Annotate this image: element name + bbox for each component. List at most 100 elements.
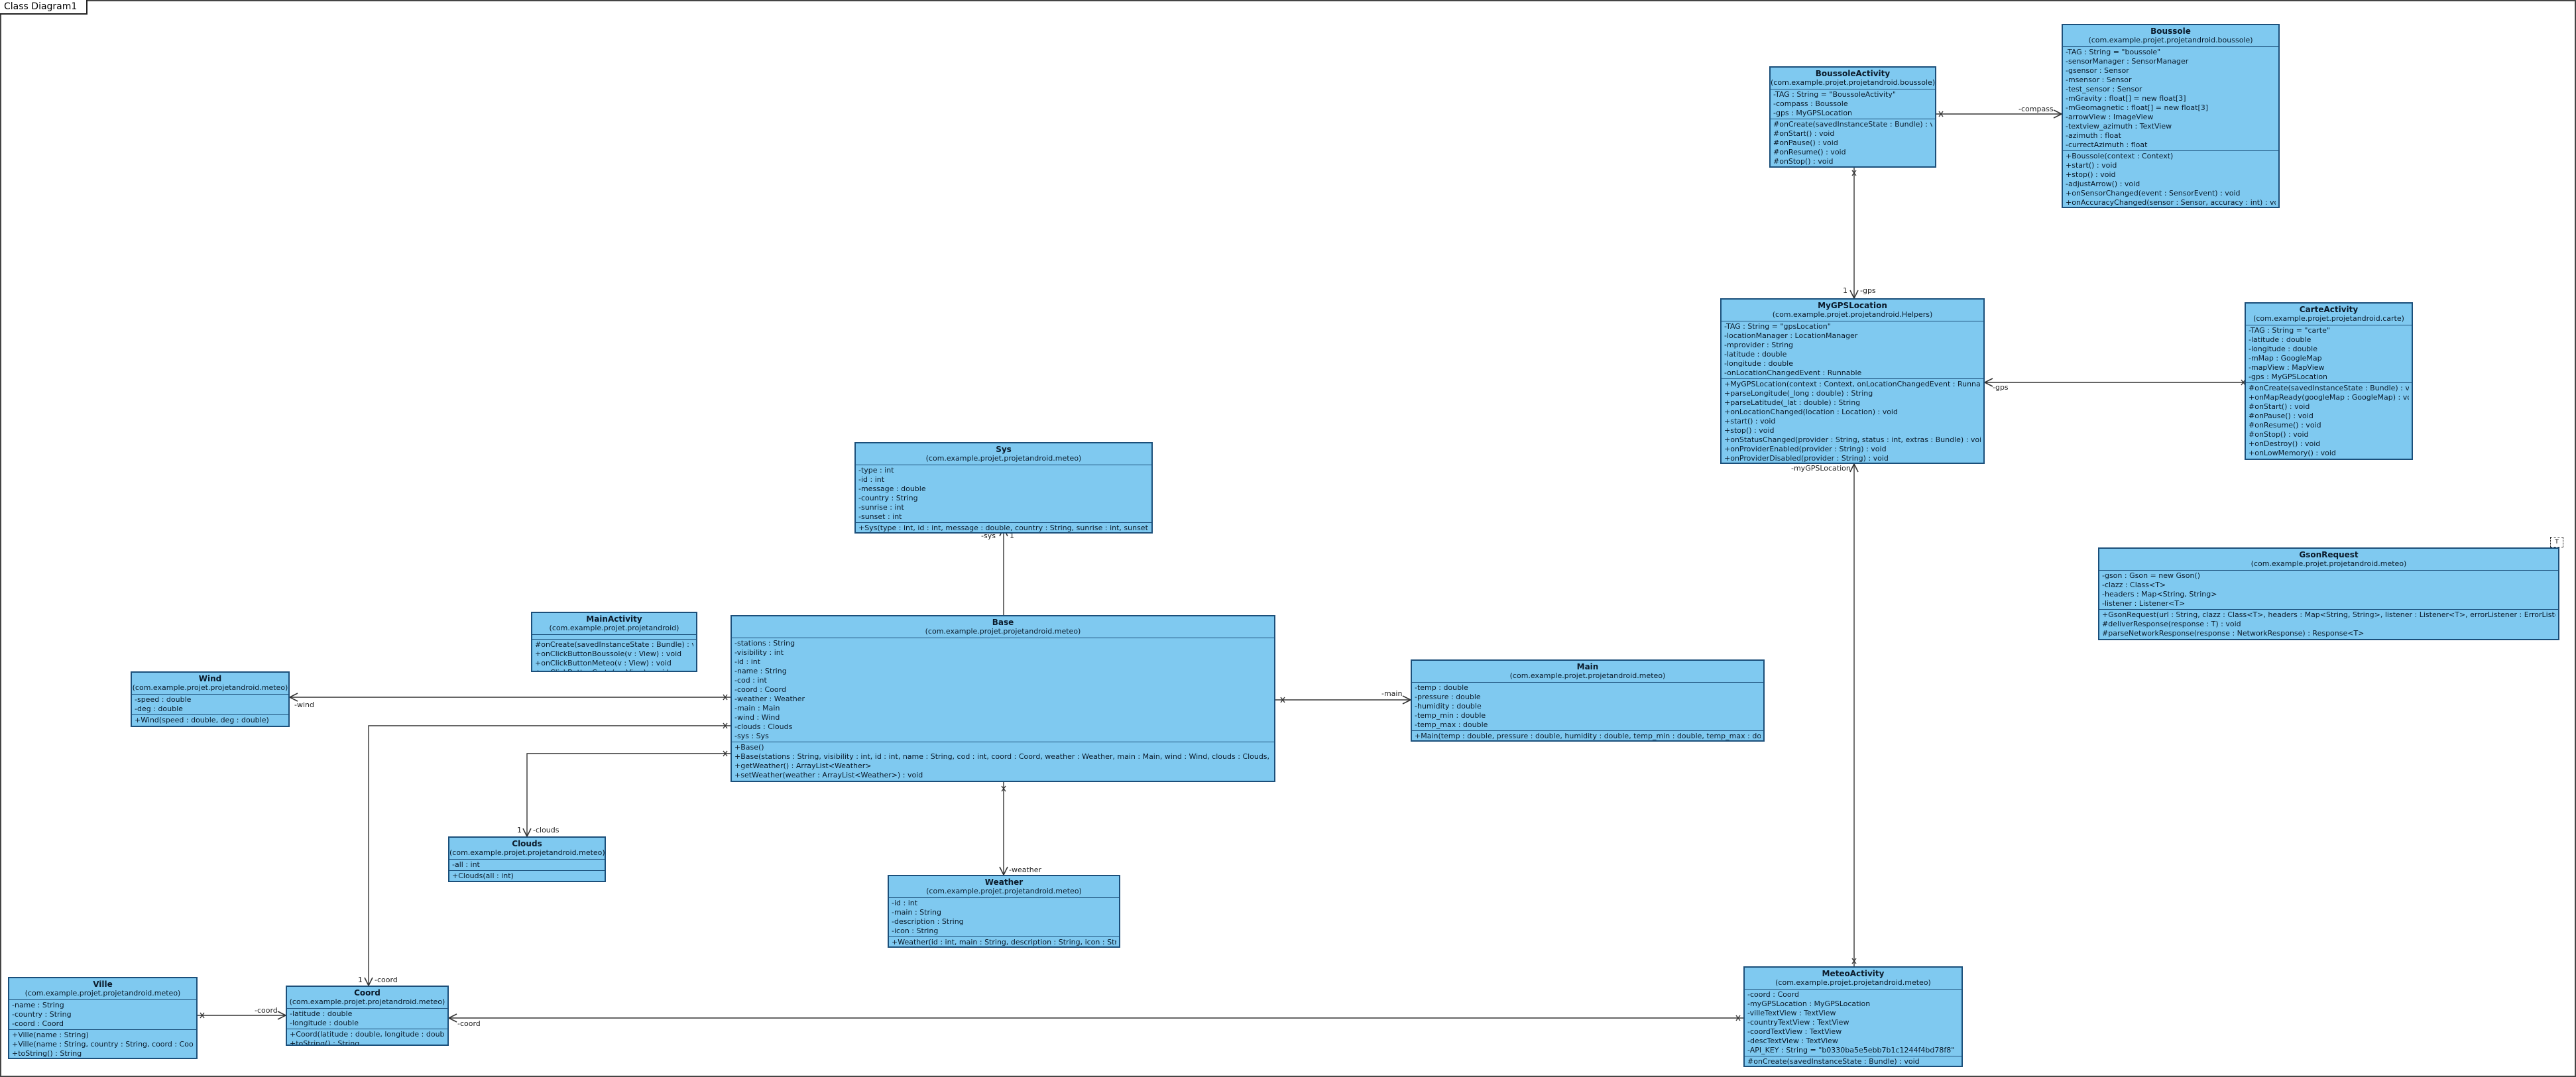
class-attribute: -main : String (892, 908, 941, 917)
class-operation: +toString() : String (290, 1039, 360, 1046)
class-attribute: -message : double (858, 484, 926, 493)
class-header: GsonRequest(com.example.projet.projetand… (2099, 549, 2558, 571)
class-attribute: -azimuth : float (2066, 131, 2121, 140)
class-operation: +Base() (734, 743, 764, 752)
class-package: (com.example.projet.projetandroid.meteo) (925, 454, 1082, 463)
class-operation: +stop() : void (1724, 426, 1775, 435)
class-carteactivity[interactable]: CarteActivity(com.example.projet.projeta… (2245, 302, 2413, 460)
class-operation: +onClickButtonCarte(v : View) : void (535, 668, 693, 671)
class-attribute: -descTextView : TextView (1747, 1037, 1838, 1045)
x-mark-11 (200, 1012, 205, 1019)
class-attribute: -name : String (12, 1001, 64, 1009)
class-mainactivity[interactable]: MainActivity(com.example.projet.projetan… (531, 612, 697, 672)
class-package: (com.example.projet.projetandroid.meteo) (1775, 978, 1931, 987)
operations-compartment: +Boussole(context : Context)+start() : v… (2063, 151, 2278, 207)
class-boussoleactivity[interactable]: BoussoleActivity(com.example.projet.proj… (1769, 66, 1936, 168)
class-operation: +start() : void (2066, 161, 2117, 170)
class-attribute: -cod : int (734, 676, 767, 685)
class-name: Wind (198, 674, 222, 683)
class-name: Main (1576, 662, 1599, 671)
class-name: Sys (996, 445, 1012, 454)
arrow-to-mygps-right (1983, 378, 1993, 387)
class-attribute: -pressure : double (1415, 693, 1481, 701)
class-attribute: -country : String (858, 494, 918, 502)
class-operation: +Main(temp : double, pressure : double, … (1415, 732, 1761, 740)
class-attribute: -country : String (12, 1010, 72, 1019)
class-attribute: -longitude : double (2249, 345, 2317, 353)
class-attribute: -API_KEY : String = "b0330ba5e5ebb7b1c12… (1747, 1046, 1955, 1054)
class-sys[interactable]: Sys(com.example.projet.projetandroid.met… (854, 442, 1153, 534)
attributes-compartment: -name : String-country : String-coord : … (9, 1000, 196, 1030)
class-attribute: -type : int (858, 466, 894, 475)
class-operation: +toString() : String (12, 1049, 82, 1058)
class-operation: +onStatusChanged(provider : String, stat… (1724, 435, 1981, 444)
class-name: MyGPSLocation (1818, 301, 1887, 310)
class-operation: +Weather(id : int, main : String, descri… (892, 938, 1116, 946)
class-base[interactable]: Base(com.example.projet.projetandroid.me… (731, 615, 1275, 782)
role-wind: -wind (294, 701, 314, 709)
class-attribute: -name : String (734, 667, 787, 675)
class-operation: #onResume() : void (1773, 148, 1846, 156)
class-attribute: -arrowView : ImageView (2066, 113, 2154, 121)
class-attribute: -temp : double (1415, 683, 1468, 692)
class-attribute: -gps : MyGPSLocation (2249, 372, 2328, 381)
class-attribute: -TAG : String = "BoussoleActivity" (1773, 90, 1896, 99)
class-operation: #onCreate(savedInstanceState : Bundle) :… (2249, 384, 2409, 392)
class-coord[interactable]: Coord(com.example.projet.projetandroid.m… (286, 986, 449, 1046)
attributes-compartment: -type : int-id : int-message : double-co… (856, 465, 1151, 523)
class-ville[interactable]: Ville(com.example.projet.projetandroid.m… (8, 977, 198, 1059)
class-attribute: -latitude : double (1724, 350, 1787, 359)
class-operation: +MyGPSLocation(context : Context, onLoca… (1724, 380, 1981, 388)
role-gps-multiplicity: 1 (1843, 286, 1847, 295)
class-operation: +onClickButtonBoussole(v : View) : void (535, 650, 682, 658)
class-attribute: -visibility : int (734, 648, 784, 657)
role-gps-top: -gps (1860, 286, 1876, 295)
class-meteoactivity[interactable]: MeteoActivity(com.example.projet.projeta… (1743, 966, 1963, 1067)
class-attribute: -coordTextView : TextView (1747, 1027, 1842, 1036)
class-attribute: -test_sensor : Sensor (2066, 85, 2142, 93)
class-attribute: -TAG : String = "gpsLocation" (1724, 322, 1831, 331)
class-attribute: -latitude : double (290, 1009, 353, 1018)
class-weather[interactable]: Weather(com.example.projet.projetandroid… (888, 875, 1120, 948)
class-package: (com.example.projet.projetandroid.meteo) (1509, 671, 1666, 680)
class-gsonrequest[interactable]: GsonRequest(com.example.projet.projetand… (2098, 547, 2559, 640)
x-mark-6 (723, 694, 728, 701)
class-boussole[interactable]: Boussole(com.example.projet.projetandroi… (2062, 24, 2280, 208)
class-attribute: -clouds : Clouds (734, 722, 793, 731)
class-operation: #onCreate(savedInstanceState : Bundle) :… (1747, 1057, 1920, 1066)
class-attribute: -gsensor : Sensor (2066, 66, 2129, 75)
class-header: BoussoleActivity(com.example.projet.proj… (1771, 68, 1935, 89)
class-main[interactable]: Main(com.example.projet.projetandroid.me… (1411, 659, 1765, 742)
class-clouds[interactable]: Clouds(com.example.projet.projetandroid.… (448, 836, 606, 882)
class-header: Coord(com.example.projet.projetandroid.m… (287, 987, 447, 1009)
class-header: Clouds(com.example.projet.projetandroid.… (449, 838, 605, 860)
attributes-compartment: -gson : Gson = new Gson()-clazz : Class<… (2099, 571, 2558, 610)
attributes-compartment: -temp : double-pressure : double-humidit… (1412, 683, 1763, 731)
class-attribute: -main : Main (734, 704, 780, 712)
role-coord-meteo: -coord (457, 1019, 481, 1028)
role-clouds: -clouds (533, 826, 559, 834)
class-attribute: -headers : Map<String, String> (2102, 590, 2217, 598)
class-wind[interactable]: Wind(com.example.projet.projetandroid.me… (131, 671, 290, 727)
class-header: Ville(com.example.projet.projetandroid.m… (9, 978, 196, 1000)
role-main: -main (1381, 689, 1403, 698)
class-operation: +parseLongitude(_long : double) : String (1724, 389, 1873, 398)
class-attribute: -coord : Coord (1747, 990, 1799, 999)
x-mark-2 (1851, 170, 1857, 176)
attributes-compartment: -TAG : String = "BoussoleActivity"-compa… (1771, 89, 1935, 119)
class-attribute: -longitude : double (290, 1019, 359, 1027)
class-attribute: -textview_azimuth : TextView (2066, 122, 2172, 131)
class-attribute: -icon : String (892, 927, 939, 935)
class-mygpslocation[interactable]: MyGPSLocation(com.example.projet.projeta… (1720, 298, 1985, 464)
class-attribute: -sunset : int (858, 512, 902, 521)
class-attribute: -gps : MyGPSLocation (1773, 109, 1853, 117)
class-operation: +Wind(speed : double, deg : double) (135, 716, 269, 724)
class-attribute: -mGeomagnetic : float[] = new float[3] (2066, 103, 2209, 112)
class-operation: +onMapReady(googleMap : GoogleMap) : voi… (2249, 393, 2409, 402)
class-package: (com.example.projet.projetandroid.bousso… (2088, 36, 2253, 44)
class-name: Clouds (512, 839, 542, 848)
class-attribute: -sensorManager : SensorManager (2066, 57, 2189, 66)
class-header: Wind(com.example.projet.projetandroid.me… (132, 673, 288, 695)
class-operation: +setWeather(weather : ArrayList<Weather>… (734, 771, 923, 779)
